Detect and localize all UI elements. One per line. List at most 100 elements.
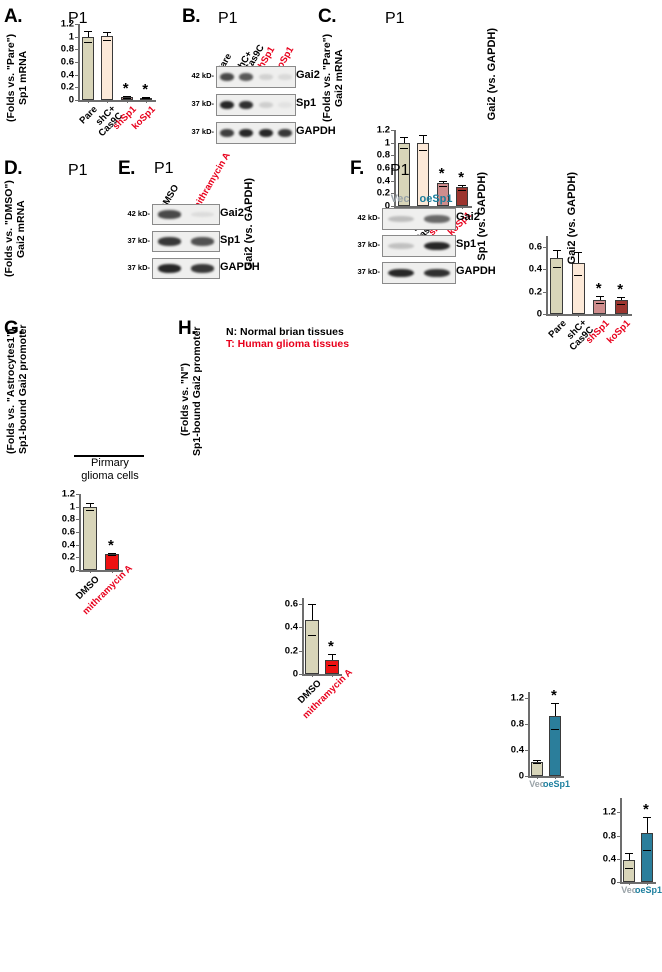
y-tick-label: 0.4 [61,539,75,551]
x-tick [555,776,556,779]
panel-d-ylabel-line1: Gai2 mRNA [14,200,27,258]
blot-band [278,74,293,80]
legend-glioma-tissue: T: Human glioma tissues [226,338,350,350]
blot-band [239,100,254,110]
y-tick [617,835,620,837]
panel-f-title: P1 [390,162,410,179]
error-bar-cap [551,702,559,704]
error-bar [556,249,558,259]
error-bar-cap [533,763,541,765]
y-tick-label: 1.2 [376,124,390,136]
error-bar-cap [108,554,116,556]
y-tick [543,291,546,293]
y-tick-label: 0.6 [61,526,75,538]
blot-band [258,73,273,81]
chart-c1: 00.20.40.60.811.2PareshC+Cas9C*shSp1*koS… [372,125,474,246]
bar [641,833,653,882]
panel-a-ylabel: Sp1 mRNA (Folds vs. "Pare") [5,28,30,128]
error-bar-cap [83,42,92,44]
panel-c-title: P1 [385,10,405,27]
y-tick-label: 0.4 [510,744,524,756]
y-tick [391,206,394,207]
blot-protein-label: Sp1 [220,233,241,246]
y-tick [76,557,79,559]
blot-band [388,215,414,223]
error-bar-cap [574,251,583,253]
blot-protein-label: GAPDH [220,260,260,273]
significance-star: * [458,169,465,187]
y-tick [525,724,528,726]
panel-a-title: P1 [68,10,88,27]
y-tick-label: 0 [68,94,74,106]
y-tick [76,544,79,546]
blot-protein-label: Gai2 [296,69,320,81]
panel-d-ylabel: Gai2 mRNA (Folds vs. "DMSO") [3,180,28,278]
error-bar-cap [438,180,447,182]
panel-a-label: A. [4,6,23,27]
panel-h-legend: N: Normal brian tissues T: Human glioma … [226,326,349,350]
x-tick [126,100,128,103]
error-bar-cap [419,135,428,137]
y-tick [75,36,78,38]
blot-band [190,237,215,246]
panel-f1-ylabel: Sp1 (vs. GAPDH) [476,172,488,276]
error-bar-cap [458,189,467,191]
bar [436,183,449,206]
x-axis-label: oeSp1 [543,779,571,789]
blot-band [219,128,234,138]
error-bar-cap [643,816,651,818]
error-bar-cap [419,150,428,152]
blot-mw-label: 37 kD- [191,127,214,136]
panel-g-label: G. [4,318,24,339]
panel-c2-ylabel: Gai2 (vs. GAPDH) [486,28,498,128]
blot-strip [152,231,220,252]
error-bar-cap [438,185,447,187]
significance-star: * [328,638,334,656]
y-tick-label: 1.2 [602,806,616,818]
x-tick [578,314,580,317]
error-bar-cap [551,729,559,731]
error-bar-cap [308,635,316,637]
error-bar-cap [617,304,626,306]
panel-e-label: E. [118,158,135,179]
y-tick [75,49,78,51]
error-bar-cap [308,603,316,605]
x-tick [462,206,464,209]
x-axis [302,674,342,676]
error-bar-cap [142,97,151,99]
blot-protein-label: Sp1 [296,97,317,109]
y-tick [299,674,302,675]
blot-protein-label: GAPDH [296,125,336,137]
y-tick-label: 0.6 [60,56,74,68]
blot-band [157,264,182,273]
x-axis [620,882,656,884]
bar [417,142,430,206]
x-tick [621,314,623,317]
y-tick-label: 1 [384,137,390,149]
blot-lane-label: oeSp1 [419,193,453,205]
x-tick [442,206,444,209]
significance-star: * [438,164,445,182]
panel-b-label: B. [182,6,201,27]
y-tick [76,494,79,495]
panel-f-label: F. [350,158,364,179]
y-tick [299,650,302,652]
y-tick [391,142,394,144]
panel-g-label-wrap: G. [4,318,24,340]
bar [550,258,564,314]
y-tick [525,776,528,777]
blot-lane-label: Vec [390,193,410,205]
blot-band [219,72,234,82]
y-tick-label: 0.2 [61,551,75,563]
error-bar [599,296,601,300]
x-tick [312,674,313,677]
error-bar-cap [617,296,626,298]
bar [305,619,319,674]
y-tick [391,155,394,157]
error-bar-cap [595,303,604,305]
